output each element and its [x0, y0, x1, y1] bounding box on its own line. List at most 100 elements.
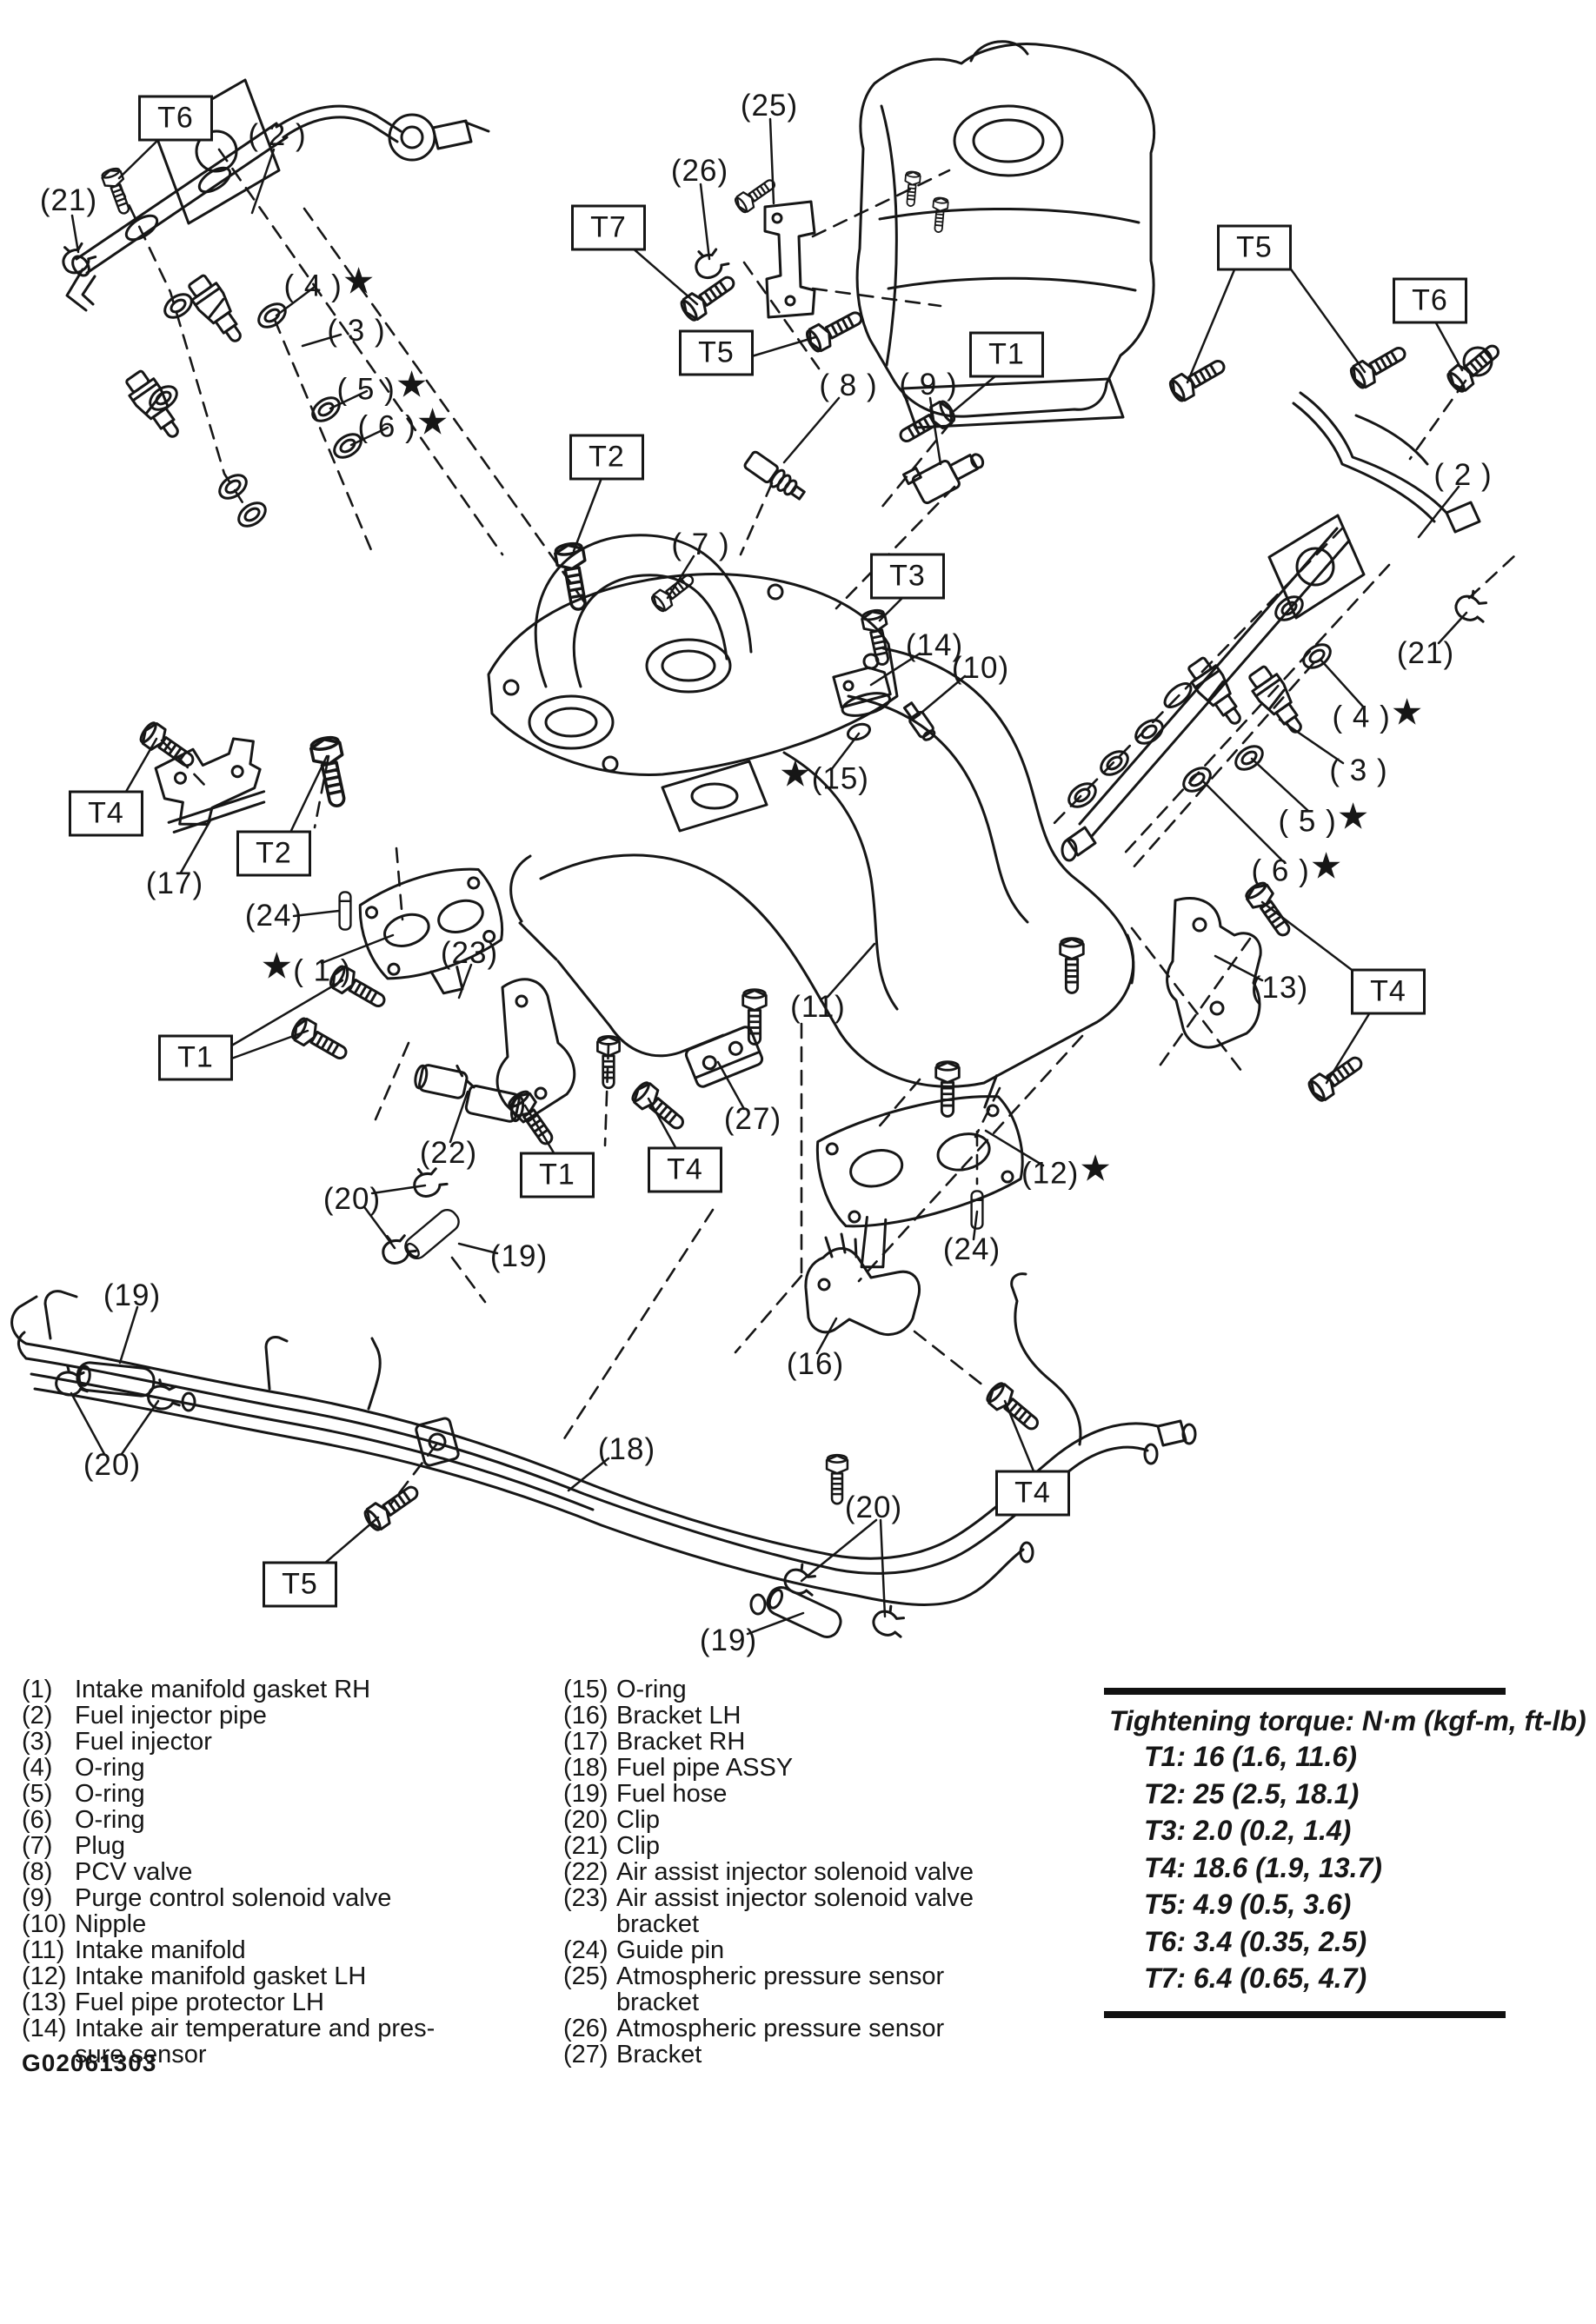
parts-list-item: (6)O-ring	[22, 1807, 435, 1833]
callout-27: (27)	[723, 1102, 782, 1136]
torque-table: Tightening torque: N·m (kgf-m, ft-lb) T1…	[1104, 1688, 1586, 2018]
star-icon: ★	[1309, 845, 1343, 886]
diagram-artwork	[10, 40, 1518, 1643]
parts-list-item: (11) Intake manifold	[22, 1937, 435, 1963]
torque-box-T5-a: T5	[679, 329, 754, 376]
torque-box-T7: T7	[571, 204, 646, 251]
torque-box-T2-b: T2	[236, 830, 311, 877]
callout-10: (10)	[951, 651, 1010, 685]
star-icon: ★	[395, 363, 429, 405]
torque-box-T5-b: T5	[1217, 224, 1292, 271]
callout-11: (11)	[790, 990, 846, 1024]
callout-9: ( 9 )	[899, 368, 958, 402]
callout-20-left: (20)	[83, 1448, 142, 1482]
star-icon: ★	[342, 260, 376, 302]
part-number: (25)	[563, 1962, 608, 1990]
callout-3-right: ( 3 )	[1329, 754, 1388, 787]
parts-list-item: (4) O-ring	[22, 1755, 435, 1781]
part-number: (27)	[563, 2041, 608, 2068]
parts-list-item: (17)Bracket RH	[563, 1729, 974, 1755]
callout-3-left: ( 3 )	[327, 314, 386, 348]
callout-21-right: (21)	[1396, 636, 1455, 670]
torque-box-T5-c: T5	[263, 1561, 337, 1608]
part-number: (15)	[563, 1676, 608, 1703]
parts-list-item: (8)PCV valve	[22, 1859, 435, 1885]
part-name: Atmospheric pressure sensor	[616, 2015, 945, 2042]
part-name: O-ring	[75, 1754, 145, 1782]
part-name: Fuel injector pipe	[75, 1702, 267, 1730]
callout-20-b: (20)	[844, 1491, 903, 1524]
callout-17: (17)	[145, 867, 204, 900]
part-name: Purge control solenoid valve	[75, 1884, 392, 1912]
callout-6-right: ( 6 )★	[1251, 845, 1343, 888]
callout-8: ( 8 )	[819, 369, 878, 402]
part-name: Bracket RH	[616, 1728, 746, 1756]
part-number: (13)	[22, 1989, 67, 2016]
part-number: (23)	[563, 1884, 608, 1912]
callout-24-left: (24)	[244, 899, 303, 933]
torque-box-T3: T3	[870, 553, 945, 600]
part-name: Bracket	[616, 2041, 702, 2068]
torque-row-T1: T1: 16 (1.6, 11.6)	[1144, 1741, 1357, 1772]
parts-list-item: (26) Atmospheric pressure sensor	[563, 2015, 974, 2042]
torque-row-T4: T4: 18.6 (1.9, 13.7)	[1144, 1851, 1382, 1883]
part-name: O-ring	[75, 1806, 145, 1834]
part-name: Intake manifold gasket RH	[75, 1676, 371, 1703]
callout-26: (26)	[670, 154, 729, 188]
parts-list-item: (3) Fuel injector	[22, 1729, 435, 1755]
part-name: Air assist injector solenoid valve	[616, 1858, 974, 1886]
part-number: (14)	[22, 2015, 67, 2042]
part-name: Bracket LH	[616, 1702, 741, 1730]
torque-row-T3: T3: 2.0 (0.2, 1.4)	[1144, 1815, 1352, 1846]
callout-14: (14)	[905, 628, 964, 662]
part-number: (24)	[563, 1936, 608, 1964]
parts-list-item: (21)Clip	[563, 1833, 974, 1859]
torque-box-T4-d: T4	[995, 1470, 1070, 1517]
torque-box-T6-b: T6	[1393, 277, 1467, 324]
callout-15: ★(15)	[779, 753, 869, 796]
callout-19-left: (19)	[103, 1278, 162, 1312]
part-number: (26)	[563, 2015, 608, 2042]
torque-row-T7: T7: 6.4 (0.65, 4.7)	[1144, 1962, 1367, 1994]
part-number: (11)	[22, 1936, 65, 1964]
parts-list-column-2: (15)O-ring(16)Bracket LH(17)Bracket RH(1…	[563, 1677, 974, 2068]
callout-12: (12)★	[1021, 1147, 1112, 1191]
part-name: Fuel hose	[616, 1780, 728, 1808]
part-number: (2)	[22, 1702, 53, 1730]
part-name: Plug	[75, 1832, 126, 1860]
star-icon: ★	[260, 945, 294, 986]
part-name: Fuel injector	[75, 1728, 212, 1756]
torque-row-T6: T6: 3.4 (0.35, 2.5)	[1144, 1925, 1367, 1957]
callout-18: (18)	[597, 1432, 656, 1466]
parts-list-item: (9)Purge control solenoid valve	[22, 1885, 435, 1911]
torque-box-T2-a: T2	[569, 434, 644, 481]
part-number: (22)	[563, 1858, 608, 1886]
parts-list-item: (10) Nipple	[22, 1911, 435, 1937]
callout-19-b: (19)	[699, 1623, 758, 1657]
part-number: (4)	[22, 1754, 53, 1782]
part-name: PCV valve	[75, 1858, 193, 1886]
callout-22: (22)	[419, 1136, 478, 1170]
part-name: Guide pin	[616, 1936, 725, 1964]
callout-4-left: ( 4 )★	[283, 260, 376, 303]
callout-7: ( 7 )	[671, 528, 730, 561]
part-name: Intake manifold	[75, 1936, 246, 1964]
part-number: (3)	[22, 1728, 53, 1756]
callout-5-left: ( 5 )★	[336, 363, 429, 407]
parts-list-item: (27) Bracket	[563, 2042, 974, 2068]
parts-list-item: (15) O-ring	[563, 1677, 974, 1703]
parts-list-item: (7)Plug	[22, 1833, 435, 1859]
part-number: (12)	[22, 1962, 67, 1990]
part-name: O-ring	[616, 1676, 687, 1703]
part-number: (1)	[22, 1676, 53, 1703]
parts-list-column-1: (1) Intake manifold gasket RH (2) Fuel inje…	[22, 1677, 435, 2068]
parts-list-item: (5)O-ring	[22, 1781, 435, 1807]
torque-box-T1-b: T1	[158, 1034, 233, 1081]
torque-box-T1-a: T1	[969, 331, 1044, 378]
part-name: Nipple	[75, 1910, 147, 1938]
part-number: (10)	[22, 1910, 67, 1938]
part-name: Clip	[616, 1832, 660, 1860]
